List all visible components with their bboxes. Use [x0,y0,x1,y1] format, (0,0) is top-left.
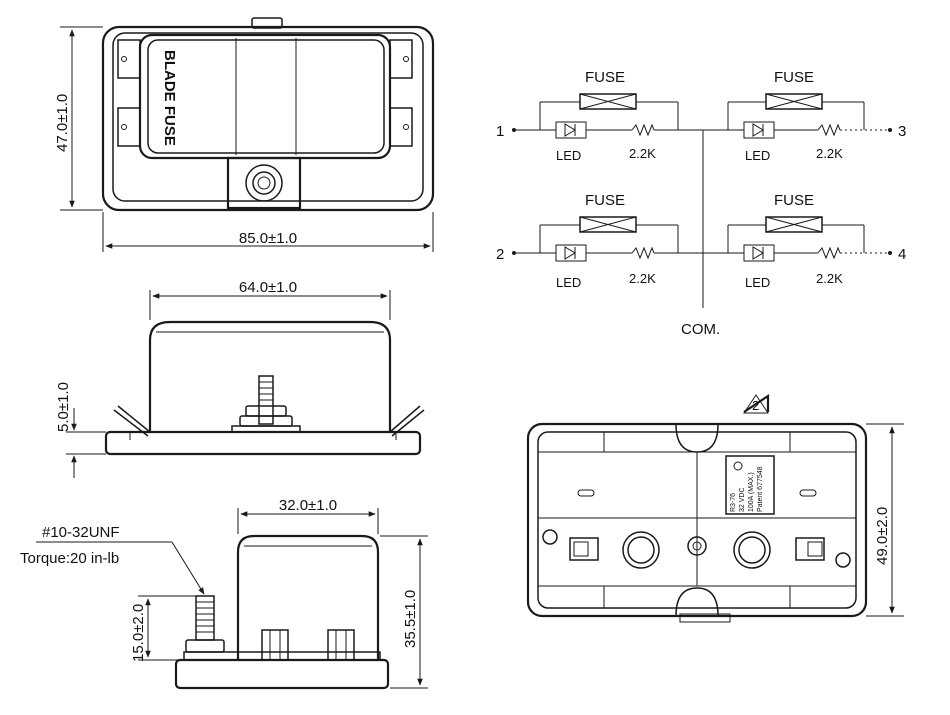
dim-top-width: 85.0±1.0 [239,230,297,247]
spec-line: Patent 677548 [757,466,764,512]
fuse-label: FUSE [585,69,625,86]
dim-end-width: 32.0±1.0 [279,497,337,514]
com-label: COM. [681,321,720,338]
resistor-label: 2.2K [629,271,656,286]
spec-line: 100A (MAX.) [748,472,755,512]
resistor-symbol [631,123,655,137]
top-view: BLADE FUSE 47.0±1.0 85.0±1.0 [54,17,435,252]
top-view-inner-rim [112,32,424,202]
end-stud [195,595,215,641]
thread-label: #10-32UNF [42,524,120,541]
end-view-cover [236,534,380,660]
terminal [117,107,141,147]
dim-stud-height: 15.0±2.0 [130,604,147,662]
top-view-outline [101,25,435,212]
resistor-label: 2.2K [816,146,843,161]
led-label: LED [745,275,770,290]
branch-2: 2 FUSE LED 2.2K [496,192,679,290]
resistor-label: 2.2K [629,146,656,161]
branch-1: 1 FUSE LED 2.2K [496,69,679,163]
terminal [389,39,413,79]
resistor-symbol [631,246,655,260]
fuse-label: FUSE [585,192,625,209]
side-view-base [104,430,422,456]
revision-mark: 2 [752,398,759,413]
spec-line: R3-76 [730,493,737,512]
dim-top-height: 47.0±1.0 [54,94,71,152]
led-label: LED [556,275,581,290]
fuse-cover-inner [147,39,385,154]
side-view: 64.0±1.0 5.0±1.0 [55,279,425,478]
dim-side-width: 64.0±1.0 [239,279,297,296]
spec-line: 32 VDC [739,487,746,512]
fuse-label: FUSE [774,192,814,209]
terminal [117,39,141,79]
node-label: 3 [898,123,906,140]
node-label: 4 [898,246,906,263]
dim-total-height: 35.5±1.0 [402,590,419,648]
side-view-cover [148,320,392,432]
dim-base-thickness: 5.0±1.0 [55,382,72,432]
torque-label: Torque:20 in-lb [20,550,119,567]
branch-4: 4 FUSE LED 2.2K [727,192,906,290]
revision-triangle [743,393,770,413]
node-label: 2 [496,246,504,263]
dim-bottom-height: 49.0±2.0 [874,507,891,565]
resistor-symbol [817,246,841,260]
led-label: LED [556,148,581,163]
node-label: 1 [496,123,504,140]
top-view-tab [251,17,283,29]
terminal [389,107,413,147]
bottom-view: 2 R3-76 32 VDC 100A (MAX.) Patent 677548… [526,393,904,623]
fuse-label: FUSE [774,69,814,86]
schematic: COM. 1 FUSE LED 2.2K 3 F [496,69,906,338]
stud-nut [245,164,283,202]
bottom-view-outline [526,422,868,618]
end-view-base [174,658,390,690]
stud-base [226,156,302,210]
brand-label: BLADE FUSE [161,50,178,146]
led-label: LED [745,148,770,163]
branch-3: 3 FUSE LED 2.2K [727,69,906,163]
spec-label-plate [725,455,775,515]
end-view: #10-32UNF Torque:20 in-lb 32.0±1.0 15.0±… [20,497,428,690]
resistor-label: 2.2K [816,271,843,286]
resistor-symbol [817,123,841,137]
